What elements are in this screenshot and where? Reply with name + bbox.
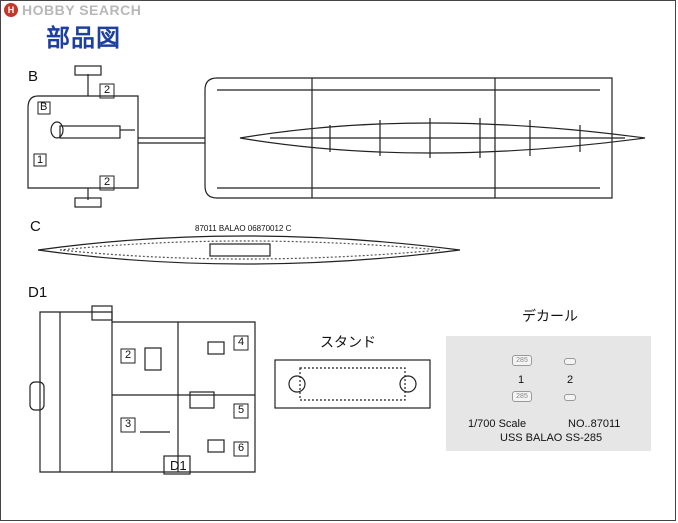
part-c-sail [209, 243, 271, 257]
stand-part [274, 359, 431, 409]
decal-product-no: NO..87011 [568, 418, 621, 430]
sprue-d1-letter: D1 [170, 458, 187, 473]
part-d1-tab [91, 305, 113, 321]
part-d1-sprue-tag [163, 455, 191, 475]
decal-number: 1 [518, 374, 525, 386]
part-d1-bridge [189, 391, 215, 409]
sprue-b-hull-outline [204, 77, 613, 199]
stand-hole-left [288, 375, 306, 393]
section-d1-label: D1 [28, 284, 48, 301]
part-number: 2 [125, 349, 132, 361]
decal-ship-name: USS BALAO SS-285 [500, 432, 603, 444]
sprue-d1-frame [29, 305, 256, 475]
sprue-d1-outline [39, 311, 256, 473]
sprue-c-code: 87011 BALAO 06870012 C [195, 224, 292, 233]
part-number: 5 [238, 404, 245, 416]
sprue-b-top-tab [74, 65, 102, 76]
part-d1-gun [144, 347, 162, 371]
part-number: 2 [104, 84, 111, 96]
decal-label: デカール [522, 309, 578, 325]
part-number: 1 [37, 154, 44, 166]
logo-text: HOBBY SEARCH [22, 2, 142, 18]
section-b-label: B [28, 68, 39, 85]
section-c-label: C [30, 218, 41, 235]
part-c-deck [37, 235, 461, 265]
sprue-b-bottom-tab [74, 197, 102, 208]
part-number: 3 [125, 418, 132, 430]
decal-sheet [446, 336, 651, 451]
stand-base [274, 359, 431, 409]
sprue-b-letter: B [40, 101, 48, 113]
decal-mark-small [564, 358, 576, 365]
stand-hole-right [399, 375, 417, 393]
decal-number: 2 [567, 374, 574, 386]
site-logo: H HOBBY SEARCH [4, 2, 141, 18]
logo-icon: H [4, 3, 18, 17]
part-b-hull-upper [239, 122, 646, 154]
part-number: 6 [238, 442, 245, 454]
part-d1-mount [207, 439, 225, 453]
sprue-b-frame [27, 65, 205, 208]
part-number: 4 [238, 336, 245, 348]
part-d1-stern [29, 381, 45, 411]
sprue-b-outline [27, 95, 139, 189]
decal-scale: 1/700 Scale [468, 418, 527, 430]
stand-label: スタンド [320, 335, 376, 351]
sprue-c-deck [37, 235, 461, 265]
page-title: 部品図 [46, 24, 121, 52]
part-number-boxes [33, 83, 249, 457]
part-number: 2 [104, 176, 111, 188]
decal-mark: 285 [512, 355, 532, 366]
part-b-propeller [50, 121, 64, 139]
sprue-b-hull-frame [204, 77, 646, 199]
part-b-periscope [59, 125, 121, 139]
part-d1-deck-gun [207, 341, 225, 355]
decal-mark: 285 [512, 391, 532, 402]
decal-mark-small [564, 394, 576, 401]
